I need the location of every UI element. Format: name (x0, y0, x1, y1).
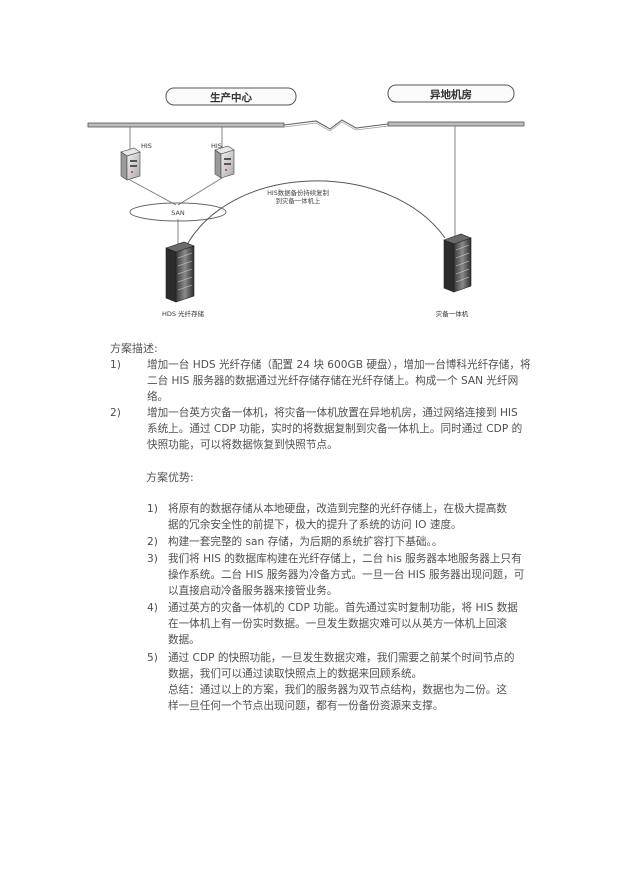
san-cloud: SAN (129, 202, 227, 222)
server-label-2: HIS (211, 142, 222, 150)
advantage-3-line-2: 操作系统。二台 HIS 服务器为冷备方式。一旦一台 HIS 服务器出现问题，可 (168, 569, 525, 581)
plan-item-2-line-3: 快照功能，可以将数据恢复到快照节点。 (147, 439, 338, 451)
plan-heading: 方案描述: (110, 342, 158, 355)
advantage-4-line-1: 通过英方的灾备一体机的 CDP 功能。首先通过实时复制功能，将 HIS 数据 (168, 602, 518, 614)
advantage-5-line-1: 通过 CDP 的快照功能，一旦发生数据灾难，我们需要之前某个时间节点的 (168, 652, 515, 664)
site-label-remote: 异地机房 (387, 84, 515, 103)
advantage-item-1: 将原有的数据存储从本地硬盘，改造到完整的光纤存储上，在极大提高数 据的冗余安全性… (168, 501, 507, 533)
his-server-icon-1: HIS (120, 142, 152, 181)
advantage-item-5: 通过 CDP 的快照功能，一旦发生数据灾难，我们需要之前某个时间节点的 数据，我… (168, 650, 515, 714)
advantage-1-line-2: 据的冗余安全性的前提下，极大的提升了系统的访问 IO 速度。 (168, 519, 462, 531)
summary-line-2: 样一旦任何一个节点出现问题，都有一份备份资源来支撑。 (168, 700, 444, 712)
advantage-5-line-2: 数据，我们可以通过读取快照点上的数据来回顾系统。 (168, 668, 423, 680)
advantage-item-2: 构建一套完整的 san 存储，为后期的系统扩容打下基础。。 (168, 534, 442, 550)
server-label-1: HIS (141, 142, 152, 150)
summary-line-1: 总结：通过以上的方案，我们的服务器为双节点结构，数据也为二份。这 (168, 684, 507, 696)
advantage-3-line-3: 以直接启动冷备服务器来接管业务。 (168, 585, 338, 597)
advantage-2-number: 2) (147, 536, 158, 548)
advantage-2-line-1: 构建一套完整的 san 存储，为后期的系统扩容打下基础。。 (168, 536, 443, 548)
hds-storage-rack-icon: HDS 光纤存储 (162, 241, 205, 318)
network-diagram: 生产中心 异地机房 SAN (87, 84, 525, 318)
site-label-production: 生产中心 (165, 87, 297, 106)
replication-label-line2: 到灾备一体机上 (276, 196, 321, 205)
network-backbone-right (387, 121, 525, 127)
advantage-3-number: 3) (147, 553, 158, 565)
replication-label-line1: HIS数据备份持续复制 (267, 188, 329, 197)
site-right-label: 异地机房 (430, 88, 472, 101)
storage-label: HDS 光纤存储 (162, 309, 205, 318)
plan-item-1-line-3: 络。 (147, 391, 169, 403)
site-left-label: 生产中心 (210, 91, 252, 104)
plan-item-2-line-1: 增加一台英方灾备一体机，将灾备一体机放置在异地机房，通过网络连接到 HIS (147, 407, 518, 419)
plan-item-2-number: 2) (110, 407, 121, 419)
advantage-3-line-1: 我们将 HIS 的数据库构建在光纤存储上，二台 his 服务器本地服务器上只有 (168, 553, 522, 565)
his-server-icon-2: HIS (211, 142, 235, 179)
replication-arc: HIS数据备份持续复制 到灾备一体机上 (183, 180, 446, 251)
plan-item-2: 增加一台英方灾备一体机，将灾备一体机放置在异地机房，通过网络连接到 HIS 系统… (147, 405, 522, 453)
plan-item-1-number: 1) (110, 359, 121, 371)
san-label: SAN (171, 209, 185, 217)
advantages-heading: 方案优势: (146, 471, 194, 484)
plan-item-2-line-2: 系统上。通过 CDP 功能，实时的将数据复制到灾备一体机上。同时通过 CDP 的 (147, 423, 523, 435)
advantage-4-number: 4) (147, 602, 158, 614)
dr-appliance-rack-icon: 灾备一体机 (436, 233, 472, 318)
advantage-5-number: 5) (147, 652, 158, 664)
advantage-4-line-2: 在一体机上有一份实时数据。一旦发生数据灾难可以从英方一体机上回滚 (168, 618, 507, 630)
plan-item-1-line-2: 二台 HIS 服务器的数据通过光纤存储存储在光纤存储上。构成一个 SAN 光纤网 (147, 375, 519, 387)
advantage-item-4: 通过英方的灾备一体机的 CDP 功能。首先通过实时复制功能，将 HIS 数据 在… (168, 600, 518, 648)
plan-item-1-line-1: 增加一台 HDS 光纤存储（配置 24 块 600GB 硬盘），增加一台博科光纤… (147, 359, 531, 371)
plan-item-1: 增加一台 HDS 光纤存储（配置 24 块 600GB 硬盘），增加一台博科光纤… (147, 357, 531, 405)
wan-link-zigzag (283, 119, 389, 132)
advantage-1-line-1: 将原有的数据存储从本地硬盘，改造到完整的光纤存储上，在极大提高数 (168, 503, 507, 515)
network-backbone-left (87, 122, 285, 128)
advantage-item-3: 我们将 HIS 的数据库构建在光纤存储上，二台 his 服务器本地服务器上只有 … (168, 551, 524, 599)
advantage-4-line-3: 数据。 (168, 634, 200, 646)
advantage-1-number: 1) (147, 503, 158, 515)
dr-appliance-label: 灾备一体机 (436, 309, 469, 318)
connection-lines (129, 126, 456, 245)
